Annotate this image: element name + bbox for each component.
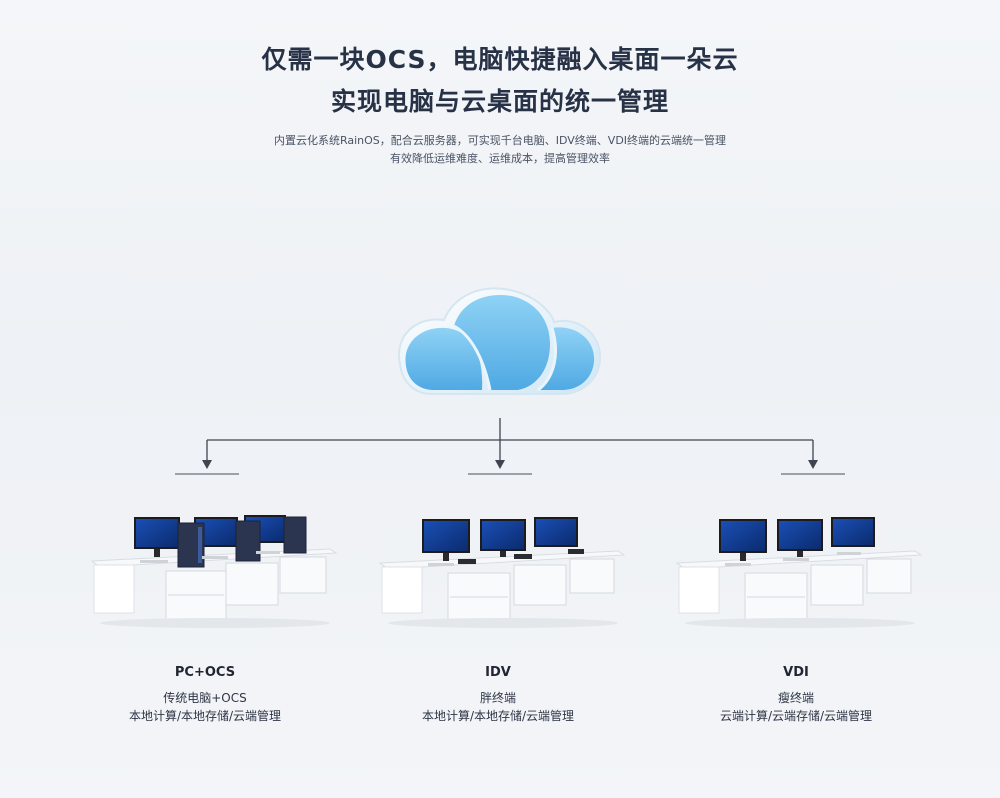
column-features-vdi: 云端计算/云端存储/云端管理 (719, 709, 873, 723)
arrow-left-icon (202, 460, 212, 469)
column-features-pc-ocs: 本地计算/本地存储/云端管理 (128, 709, 282, 723)
page-subtitle-line1: 内置云化系统RainOS，配合云服务器，可实现千台电脑、IDV终端、VDI终端的… (273, 134, 727, 147)
column-desc-idv: 胖终端 (479, 691, 516, 705)
column-features-idv: 本地计算/本地存储/云端管理 (421, 709, 575, 723)
arrow-center-icon (495, 460, 505, 469)
column-desc-vdi: 瘦终端 (777, 691, 814, 705)
column-name-pc-ocs: PC+OCS (174, 665, 236, 680)
page-subtitle-line2: 有效降低运维难度、运维成本，提高管理效率 (390, 152, 610, 165)
arrow-right-icon (808, 460, 818, 469)
pc-workstation-icon (90, 515, 338, 628)
cloud-icon (398, 287, 602, 395)
column-desc-pc-ocs: 传统电脑+OCS (163, 691, 247, 705)
vdi-workstation-icon (675, 517, 923, 628)
page-title-line1: 仅需一块OCS，电脑快捷融入桌面一朵云 (261, 45, 739, 74)
idv-workstation-icon (378, 517, 626, 628)
column-name-vdi: VDI (783, 665, 809, 680)
page-title-line2: 实现电脑与云桌面的统一管理 (330, 87, 669, 116)
column-name-idv: IDV (485, 665, 511, 680)
